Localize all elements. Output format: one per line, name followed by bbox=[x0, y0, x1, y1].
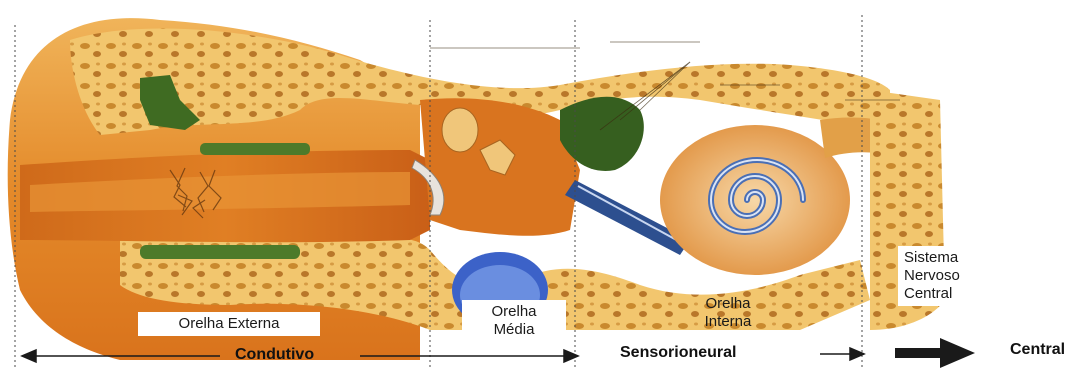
cns-line3: Central bbox=[904, 285, 988, 303]
sensorineural-arrow bbox=[820, 348, 864, 360]
label-middle-ear: Orelha Média bbox=[462, 300, 566, 342]
cns-line2: Nervoso bbox=[904, 267, 988, 285]
cns-line1: Sistema bbox=[904, 249, 988, 267]
cartilage-lower-strip bbox=[140, 245, 300, 259]
label-inner-ear: Orelha Interna bbox=[672, 292, 784, 334]
label-central-nervous-system: Sistema Nervoso Central bbox=[898, 246, 994, 306]
category-sensorineural: Sensorioneural bbox=[620, 344, 736, 362]
label-outer-ear: Orelha Externa bbox=[138, 312, 320, 336]
cochlea bbox=[660, 125, 850, 275]
category-central: Central bbox=[1010, 341, 1065, 359]
inner-ear-line1: Orelha bbox=[678, 295, 778, 313]
middle-ear-line1: Orelha bbox=[468, 303, 560, 321]
category-conductive: Condutivo bbox=[235, 346, 314, 364]
inner-ear-line2: Interna bbox=[678, 313, 778, 331]
middle-ear-line2: Média bbox=[468, 321, 560, 339]
cartilage-upper-strip bbox=[200, 143, 310, 155]
malleus bbox=[442, 108, 478, 152]
central-arrow bbox=[895, 338, 975, 368]
outer-ear-text: Orelha Externa bbox=[179, 315, 280, 332]
